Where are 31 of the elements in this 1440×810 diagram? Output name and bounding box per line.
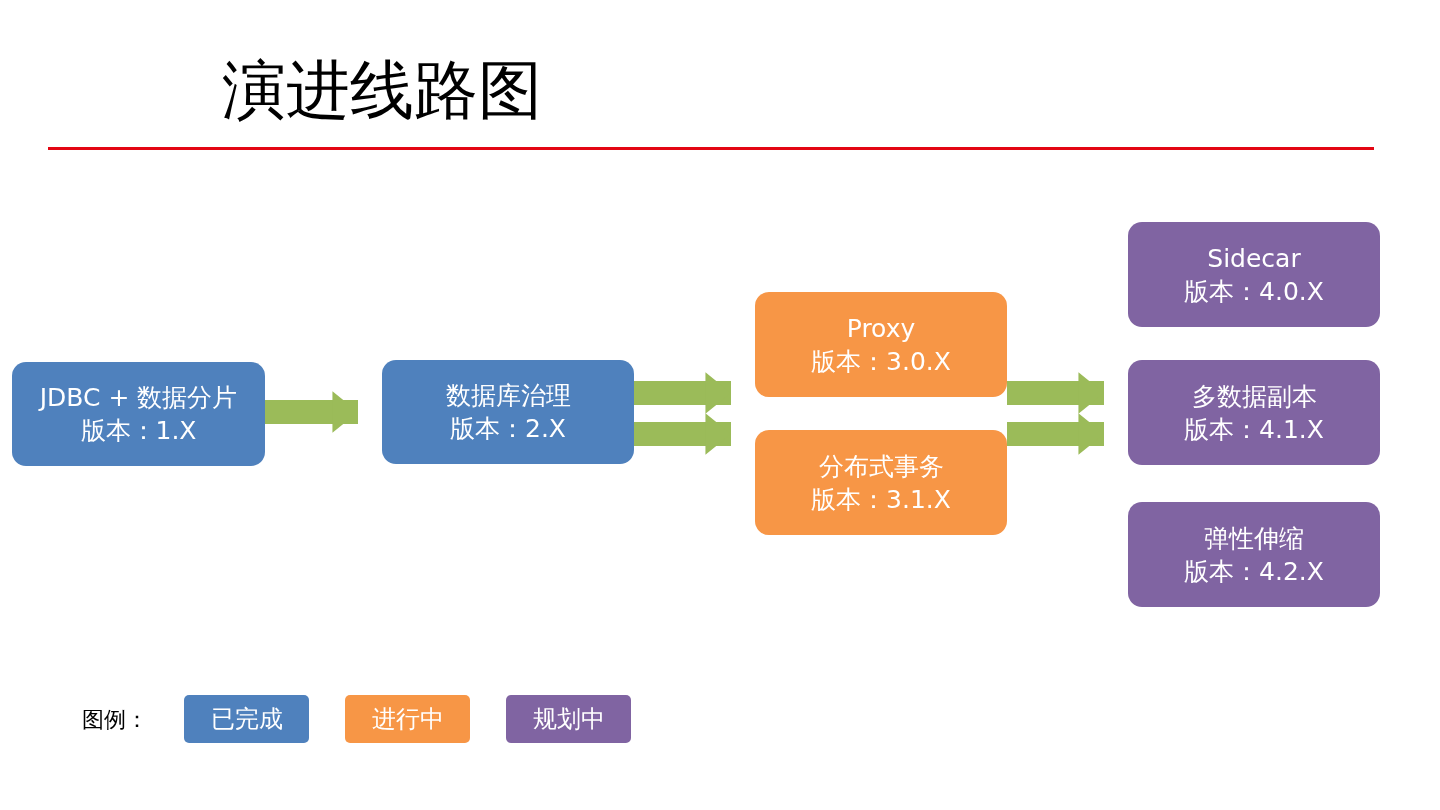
legend-label: 已完成 <box>210 704 283 735</box>
stage-name: Sidecar <box>1207 242 1301 275</box>
version-label: 版本：2.X <box>450 413 566 445</box>
version-label: 版本：3.1.X <box>811 483 951 516</box>
block-arrow <box>634 413 731 455</box>
version-label: 版本：1.X <box>80 415 197 447</box>
version-box <box>1128 360 1380 465</box>
version-box <box>1128 502 1380 607</box>
version-label: 版本：4.2.X <box>1184 555 1324 588</box>
block-arrow <box>1007 372 1104 414</box>
version-label: 版本：4.1.X <box>1184 413 1324 446</box>
version-label: 版本：3.0.X <box>811 345 951 378</box>
version-box <box>755 292 1007 397</box>
title: 演进线路图 <box>222 58 542 122</box>
stage-name: 弹性伸缩 <box>1204 522 1304 555</box>
legend-title: 图例： <box>82 705 148 734</box>
stage-name: 分布式事务 <box>818 450 944 483</box>
stage-name: JDBC + 数据分片 <box>39 382 238 414</box>
stage-name: Proxy <box>846 312 916 345</box>
legend-label: 进行中 <box>371 704 444 735</box>
block-arrow <box>1007 413 1104 455</box>
stage-name: 数据库治理 <box>445 380 571 412</box>
stage-name: 多数据副本 <box>1191 380 1317 413</box>
legend-label: 规划中 <box>532 704 605 735</box>
version-box <box>382 360 634 464</box>
version-box <box>755 430 1007 535</box>
block-arrow <box>634 372 731 414</box>
block-arrow <box>265 391 358 433</box>
version-label: 版本：4.0.X <box>1184 275 1324 308</box>
version-box <box>12 362 265 466</box>
version-box <box>1128 222 1380 327</box>
